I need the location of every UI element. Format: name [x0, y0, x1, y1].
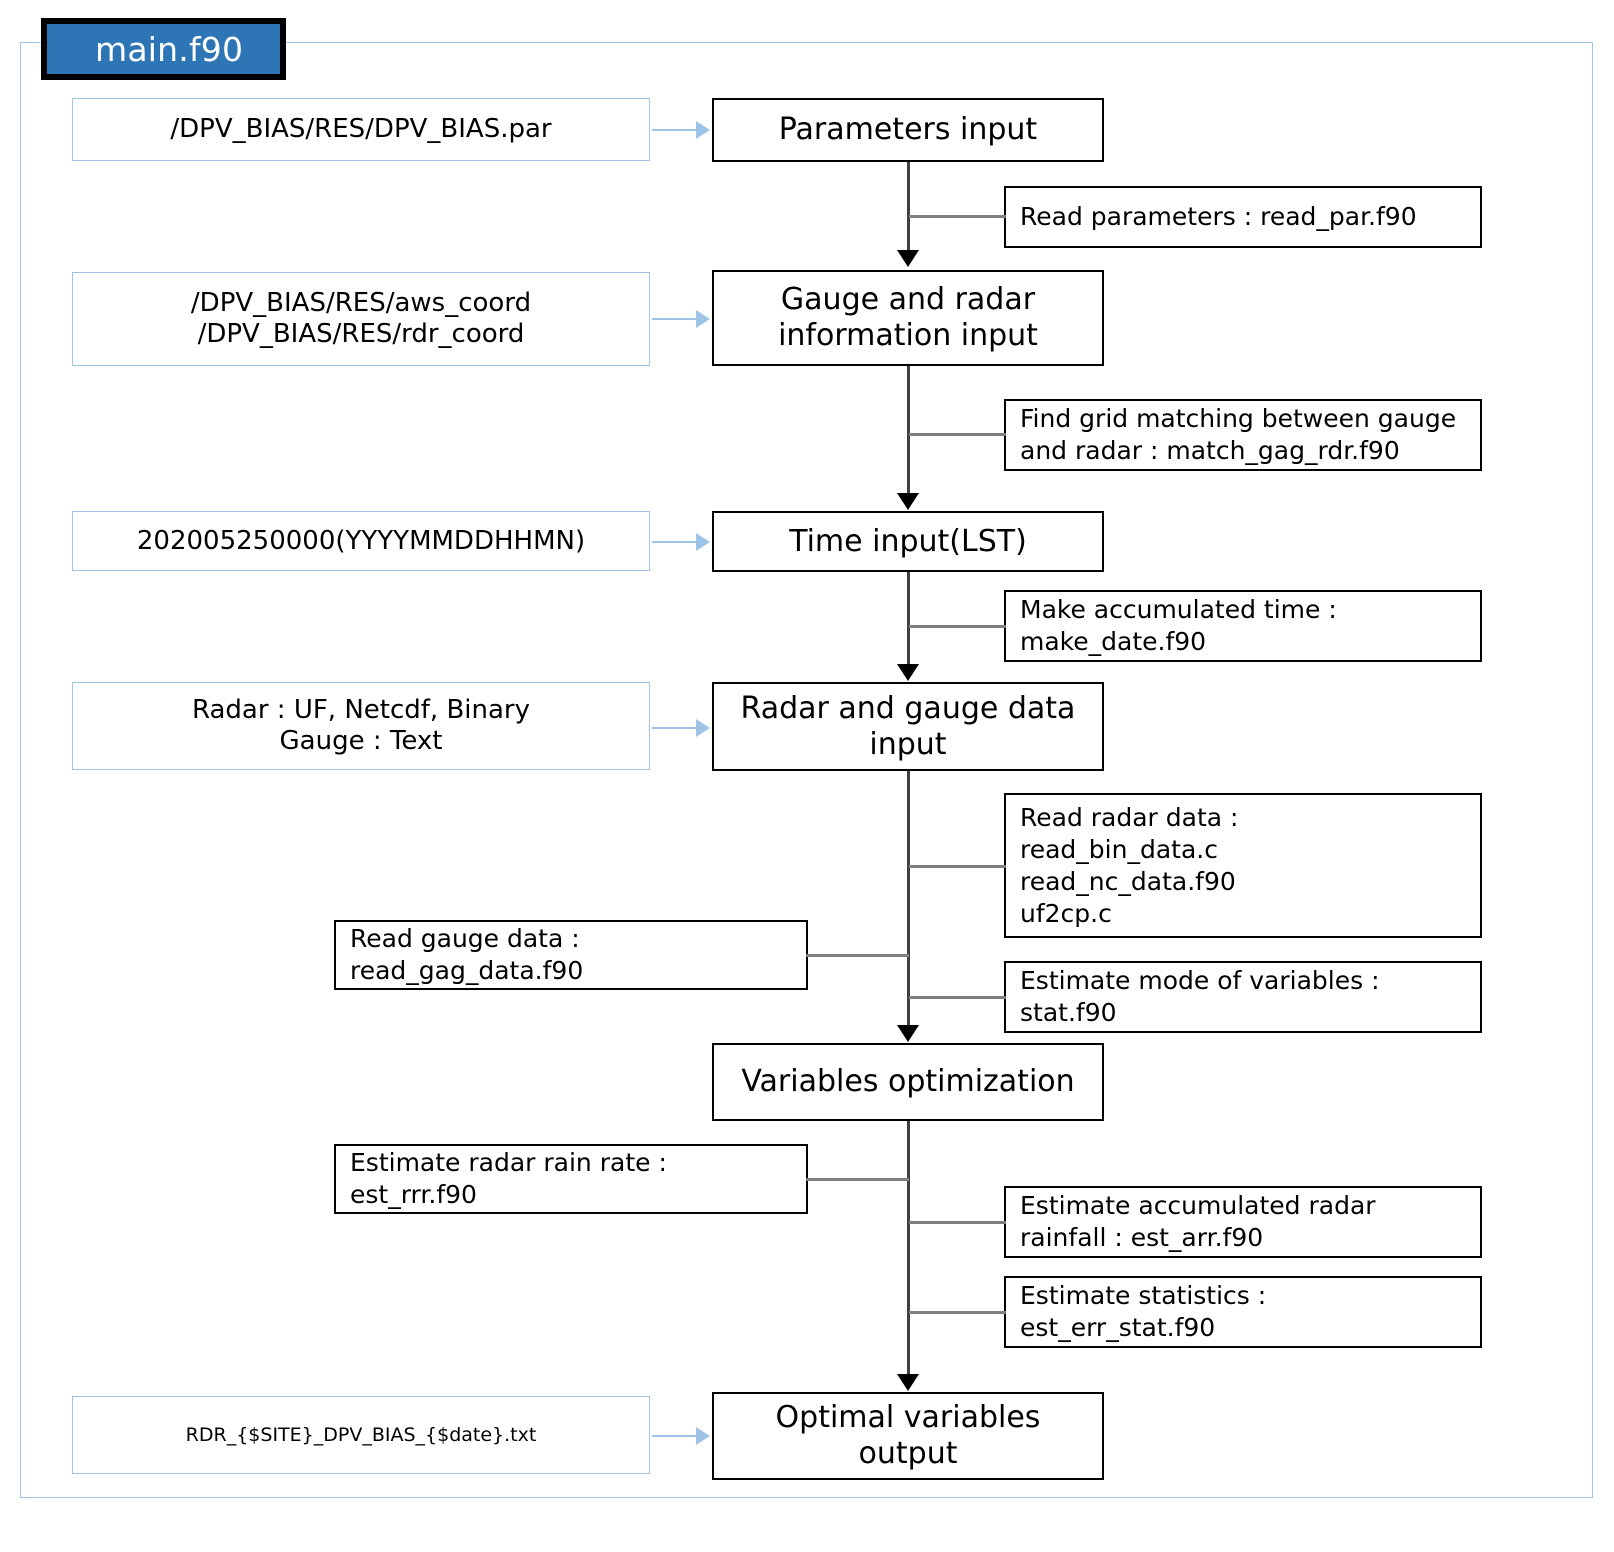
process-line: Optimal variables: [775, 1400, 1041, 1435]
process-box-gauge-radar-information-input: Gauge and radar information input: [712, 270, 1104, 366]
input-box-coord-files: /DPV_BIAS/RES/aws_coord /DPV_BIAS/RES/rd…: [72, 272, 650, 366]
process-line: input: [869, 726, 947, 762]
branch-line-make-accumulated-time: [909, 625, 1006, 628]
feeder-line-parameters-file: [652, 129, 698, 131]
note-box-estimate-mode-of-variables: Estimate mode of variables : stat.f90: [1004, 961, 1482, 1033]
feeder-line-output-file: [652, 1435, 698, 1437]
note-line: Estimate radar rain rate :: [350, 1148, 667, 1177]
feeder-arrowhead-data-formats: [696, 719, 710, 737]
input-line: 202005250000(YYYYMMDDHHMN): [136, 525, 586, 556]
flow-connector-4: [907, 771, 910, 1025]
note-line: Estimate mode of variables :: [1020, 966, 1380, 995]
process-line: Parameters input: [778, 112, 1038, 147]
note-box-estimate-accumulated-rainfall: Estimate accumulated radar rainfall : es…: [1004, 1186, 1482, 1258]
note-line: and radar : match_gag_rdr.f90: [1020, 436, 1400, 465]
process-box-optimal-variables-output: Optimal variables output: [712, 1392, 1104, 1480]
process-line: Gauge and radar: [780, 282, 1036, 317]
note-box-make-accumulated-time: Make accumulated time : make_date.f90: [1004, 590, 1482, 662]
note-box-estimate-radar-rain-rate: Estimate radar rain rate : est_rrr.f90: [334, 1144, 808, 1214]
note-line: est_err_stat.f90: [1020, 1313, 1216, 1342]
note-box-match-gauge-radar: Find grid matching between gauge and rad…: [1004, 399, 1482, 471]
process-line: information input: [778, 318, 1038, 353]
process-box-radar-gauge-data-input: Radar and gauge data input: [712, 682, 1104, 771]
input-line: /DPV_BIAS/RES/rdr_coord: [197, 319, 525, 349]
process-line: Radar and gauge data: [740, 690, 1076, 726]
diagram-frame: [20, 42, 1593, 1498]
note-box-read-gauge-data: Read gauge data : read_gag_data.f90: [334, 920, 808, 990]
branch-line-estimate-accumulated-rainfall: [909, 1221, 1006, 1224]
branch-line-match-gauge-radar: [909, 433, 1006, 436]
title-badge-label: main.f90: [95, 29, 244, 69]
flow-connector-2: [907, 366, 910, 493]
flow-connector-3: [907, 572, 910, 664]
note-box-read-radar-data: Read radar data : read_bin_data.c read_n…: [1004, 793, 1482, 938]
input-box-output-file: RDR_{$SITE}_DPV_BIAS_{$date}.txt: [72, 1396, 650, 1474]
note-line: est_rrr.f90: [350, 1180, 477, 1209]
input-line: Gauge : Text: [279, 726, 443, 756]
title-badge: main.f90: [41, 18, 286, 80]
feeder-arrowhead-time-value: [696, 533, 710, 551]
input-line: Radar : UF, Netcdf, Binary: [191, 695, 531, 726]
branch-line-estimate-statistics: [909, 1311, 1006, 1314]
note-line: Estimate accumulated radar: [1020, 1191, 1376, 1220]
note-box-read-parameters: Read parameters : read_par.f90: [1004, 186, 1482, 248]
input-line: /DPV_BIAS/RES/DPV_BIAS.par: [170, 114, 552, 145]
note-line: Make accumulated time :: [1020, 595, 1337, 624]
feeder-arrowhead-output-file: [696, 1427, 710, 1445]
feeder-line-time-value: [652, 541, 698, 543]
feeder-line-coord-files: [652, 318, 698, 320]
flow-arrowhead-3: [897, 664, 919, 681]
input-box-data-formats: Radar : UF, Netcdf, Binary Gauge : Text: [72, 682, 650, 770]
branch-line-estimate-mode-of-variables: [909, 996, 1006, 999]
flow-connector-5: [907, 1121, 910, 1374]
feeder-arrowhead-parameters-file: [696, 121, 710, 139]
note-line: Estimate statistics :: [1020, 1281, 1267, 1310]
flow-connector-1: [907, 162, 910, 250]
feeder-line-data-formats: [652, 727, 698, 729]
flow-arrowhead-1: [897, 250, 919, 267]
feeder-arrowhead-coord-files: [696, 310, 710, 328]
flow-arrowhead-5: [897, 1374, 919, 1391]
branch-line-read-parameters: [909, 215, 1006, 218]
process-box-time-input: Time input(LST): [712, 511, 1104, 572]
note-line: make_date.f90: [1020, 627, 1207, 656]
note-line: uf2cp.c: [1020, 898, 1112, 928]
note-line: rainfall : est_arr.f90: [1020, 1223, 1264, 1252]
branch-line-read-gauge-data: [806, 954, 909, 957]
process-box-parameters-input: Parameters input: [712, 98, 1104, 162]
note-line: read_nc_data.f90: [1020, 866, 1236, 896]
note-line: stat.f90: [1020, 998, 1117, 1027]
flow-arrowhead-2: [897, 493, 919, 510]
note-line: read_gag_data.f90: [350, 956, 584, 985]
process-box-variables-optimization: Variables optimization: [712, 1043, 1104, 1121]
process-line: Time input(LST): [789, 523, 1027, 559]
flow-arrowhead-4: [897, 1025, 919, 1042]
process-line: output: [858, 1436, 958, 1471]
note-line: read_bin_data.c: [1020, 834, 1218, 864]
branch-line-read-radar-data: [909, 865, 1006, 868]
process-line: Variables optimization: [741, 1064, 1075, 1099]
input-box-parameters-file: /DPV_BIAS/RES/DPV_BIAS.par: [72, 98, 650, 161]
note-line: Read parameters : read_par.f90: [1020, 202, 1417, 231]
note-line: Read radar data :: [1020, 802, 1239, 832]
note-box-estimate-statistics: Estimate statistics : est_err_stat.f90: [1004, 1276, 1482, 1348]
input-line: /DPV_BIAS/RES/aws_coord: [190, 288, 532, 319]
branch-line-estimate-radar-rain-rate: [806, 1178, 909, 1181]
note-line: Find grid matching between gauge: [1020, 404, 1457, 433]
input-box-time-value: 202005250000(YYYYMMDDHHMN): [72, 511, 650, 571]
input-line: RDR_{$SITE}_DPV_BIAS_{$date}.txt: [185, 1423, 537, 1446]
note-line: Read gauge data :: [350, 924, 580, 953]
